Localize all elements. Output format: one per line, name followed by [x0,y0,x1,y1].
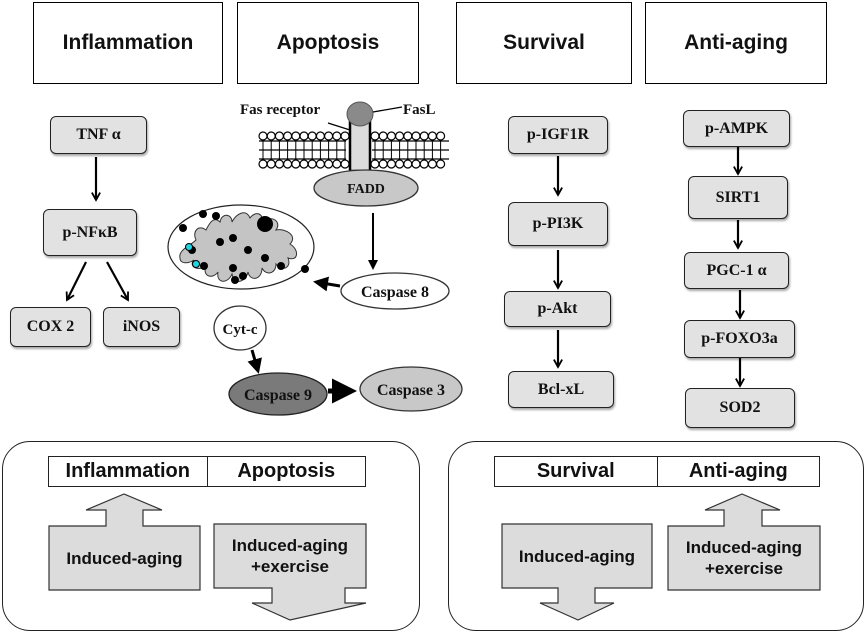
cytochrome-c-dot [192,260,200,268]
arrow-nfkb-to-inos [106,261,129,300]
node-p-akt: p-Akt [504,291,611,327]
node-sirt1: SIRT1 [688,176,788,219]
arrow-nfkb-to-cox2 [67,261,87,300]
header-label: Inflammation [62,31,194,54]
header-survival: Survival [456,2,632,84]
node-label: p-FOXO3a [701,330,778,347]
node-cox2: COX 2 [10,307,91,347]
node-bcl-xl: Bcl-xL [508,371,614,408]
mitochondrion [167,204,315,290]
mito-granule [229,264,237,272]
arrow-text-line2: +exercise [705,559,783,578]
node-label: COX 2 [26,318,75,335]
node-label: TNF α [76,126,121,143]
header-inflammation: Inflammation [33,2,223,84]
node-label: SOD2 [719,399,761,416]
cytc-label: Cyt-c [223,322,258,338]
header-label: Apoptosis [276,31,380,54]
up-arrow-induced-aging-left [48,493,201,591]
mito-granule [216,238,224,246]
header-anti-aging: Anti-aging [645,2,827,84]
arrow-cytc-to-caspase9 [247,349,262,374]
arrow-text: Induced-aging [518,546,636,566]
mito-granule [231,276,239,284]
summary-left-col-inflammation: Inflammation [65,460,190,482]
node-label: Bcl-xL [537,380,585,398]
header-label: Anti-aging [684,31,788,54]
node-label: p-NFκB [62,223,118,241]
cytc-shape [213,305,267,351]
summary-right-header: Survival Anti-aging [494,456,820,487]
summary-right-col-anti-aging: Anti-aging [656,457,820,486]
summary-left-col-apoptosis: Apoptosis [206,457,366,486]
node-p-igf1r: p-IGF1R [508,116,608,154]
mito-granule [229,234,237,242]
fas-receptor-pointer [327,122,351,131]
node-inos: iNOS [103,307,180,347]
mito-granule [244,246,252,254]
mito-granule [257,216,273,232]
mito-granule [261,254,269,262]
cytochrome-c-dot [185,243,193,251]
label-induced-aging-right: Induced-aging [502,526,652,586]
node-label: p-Akt [537,300,578,317]
mito-granule [199,210,207,218]
node-p-nfkb: p-NFκB [43,209,137,256]
caspase8-shape [340,272,450,310]
node-label: iNOS [122,318,161,335]
node-label: SIRT1 [715,188,761,206]
node-p-ampk: p-AMPK [683,110,790,147]
mito-granule [301,265,309,273]
node-label: p-IGF1R [526,126,590,143]
mito-granule [179,224,187,232]
arrow-text-line1: Induced-aging [231,536,349,555]
caspase3-label: Caspase 3 [377,382,445,399]
caspase9-shape [228,372,328,416]
label-exercise-left: Induced-aging +exercise [214,526,366,586]
caspase9-label: Caspase 9 [244,387,312,404]
caspase8-label: Caspase 8 [361,284,429,301]
fadd-label: FADD [347,182,385,197]
fas-receptor-label: Fas receptor [240,102,320,118]
mito-granule [277,262,285,270]
fasl-label: FasL [403,102,436,118]
down-arrow-induced-aging-right [501,523,653,621]
mito-granule [239,272,247,280]
node-label: p-AMPK [704,119,769,137]
fasl-pointer [372,106,403,113]
fadd-shape [313,169,419,207]
arrow-text-line2: +exercise [251,557,329,576]
cell-membrane [258,131,449,169]
mito-granule [212,212,220,220]
node-label: p-PI3K [532,215,584,232]
fasl-shape [346,101,374,127]
node-p-pi3k: p-PI3K [508,202,608,246]
summary-right-col-survival: Survival [536,460,615,482]
header-apoptosis: Apoptosis [237,2,419,84]
node-p-foxo3a: p-FOXO3a [684,320,795,358]
arrow-caspase8-to-mito [313,276,341,292]
header-label: Survival [503,31,585,54]
node-tnf-alpha: TNF α [50,116,147,154]
node-sod2: SOD2 [685,388,795,428]
arrow-text-line1: Induced-aging [685,538,803,557]
node-pgc-1a: PGC-1 α [684,252,789,289]
summary-left-header: Inflammation Apoptosis [48,456,366,487]
caspase3-shape [359,366,463,412]
label-induced-aging-left: Induced-aging [49,528,200,588]
down-arrow-exercise-left [213,523,367,621]
label-exercise-right: Induced-aging +exercise [668,528,820,588]
arrow-text: Induced-aging [66,548,183,568]
up-arrow-exercise-right [667,493,821,591]
node-label: PGC-1 α [706,261,767,279]
mito-granule [200,262,208,270]
